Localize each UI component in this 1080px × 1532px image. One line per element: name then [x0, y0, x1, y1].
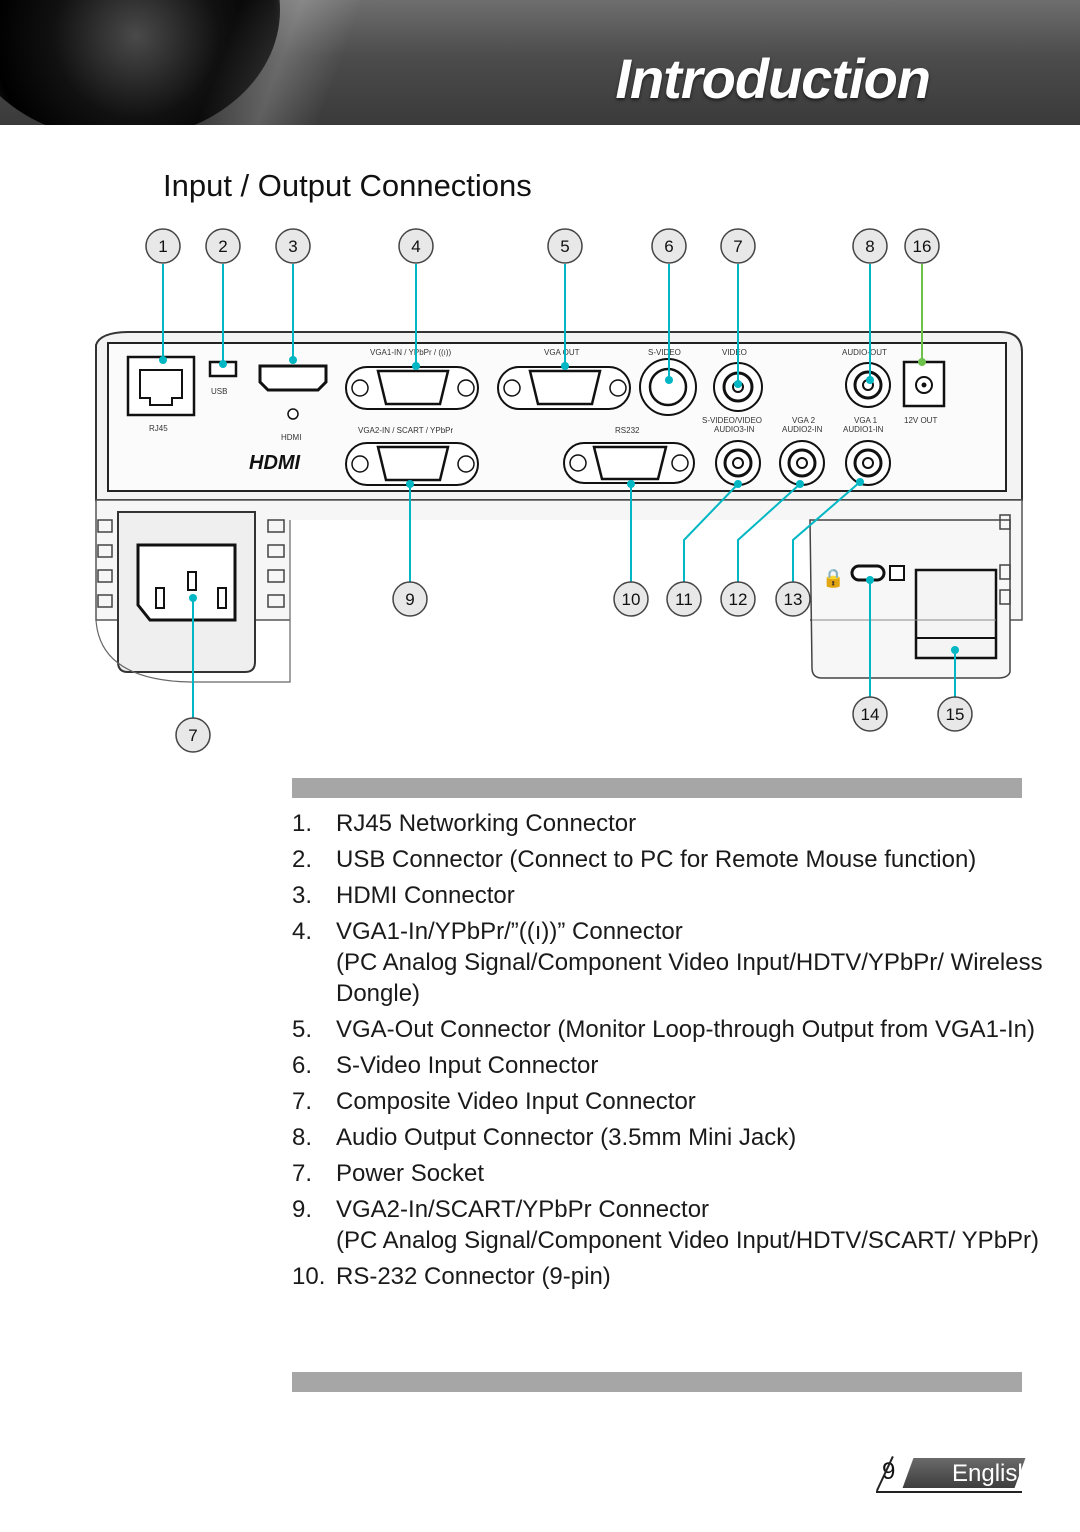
- connector-list: 1.RJ45 Networking Connector 2.USB Connec…: [292, 808, 1052, 1297]
- callout-16: 16: [904, 228, 940, 264]
- svg-text:5: 5: [560, 237, 569, 256]
- usb-label: USB: [211, 387, 227, 396]
- vga-out-port: [528, 369, 602, 406]
- banner-shine: [150, 0, 410, 125]
- vga2-in-port: [376, 445, 450, 482]
- list-item-note: (PC Analog Signal/Component Video Input/…: [336, 949, 1043, 1007]
- hdmi-port: [258, 364, 328, 392]
- vga2-in-label: VGA2-IN / SCART / YPbPr: [358, 426, 453, 435]
- audio-out-label: AUDIO-OUT: [842, 348, 887, 357]
- hdmi-logo: HDMI: [249, 452, 301, 474]
- svg-text:6: 6: [664, 237, 673, 256]
- callout-7: 7: [720, 228, 756, 264]
- svg-text:12: 12: [729, 590, 748, 609]
- callout-7-power: 7: [175, 717, 211, 753]
- kensington-lock-icon: 🔒: [822, 568, 844, 588]
- vga1-in-port: [376, 369, 450, 406]
- list-item: 10.RS-232 Connector (9-pin): [292, 1263, 611, 1290]
- callout-13: 13: [775, 581, 811, 617]
- rs232-label: RS232: [615, 426, 640, 435]
- vga1-label: VGA 1: [854, 416, 878, 425]
- callout-14: 14: [852, 696, 888, 732]
- list-item: 2.USB Connector (Connect to PC for Remot…: [292, 846, 977, 873]
- callout-8: 8: [852, 228, 888, 264]
- svg-text:14: 14: [861, 705, 880, 724]
- callout-9: 9: [392, 581, 428, 617]
- callout-15: 15: [937, 696, 973, 732]
- audio2-in-port: [779, 440, 825, 486]
- page-number: 9: [882, 1458, 896, 1485]
- callout-2: 2: [205, 228, 241, 264]
- leader-lines: [162, 264, 956, 718]
- list-item: 6.S-Video Input Connector: [292, 1052, 599, 1079]
- language-label: English: [952, 1460, 1031, 1487]
- svg-text:7: 7: [733, 237, 742, 256]
- callout-bubbles-bottom: 9 10 11 12 13 14 15 7: [175, 581, 973, 753]
- rj45-label: RJ45: [149, 424, 168, 433]
- svg-text:7: 7: [188, 726, 197, 745]
- callout-4: 4: [398, 228, 434, 264]
- svg-text:2: 2: [218, 237, 227, 256]
- list-item: 3.HDMI Connector: [292, 882, 515, 909]
- svg-text:10: 10: [622, 590, 641, 609]
- footer-rule: [876, 1491, 1022, 1493]
- svg-text:13: 13: [784, 590, 803, 609]
- svg-text:9: 9: [405, 590, 414, 609]
- list-item: 7.Composite Video Input Connector: [292, 1088, 696, 1115]
- vga-out-label: VGA OUT: [544, 348, 580, 357]
- vent-slots-left: [97, 519, 285, 608]
- connector-panel-diagram: 🔒 RJ45 USB HDMI HDMI VGA1-IN / YPbPr / (…: [95, 228, 1023, 753]
- vga2-label: VGA 2: [792, 416, 816, 425]
- video-label: VIDEO: [722, 348, 747, 357]
- svg-text:16: 16: [913, 237, 932, 256]
- list-item: 4.VGA1-In/YPbPr/”((ı))” Connector: [292, 918, 683, 945]
- list-item: 7.Power Socket: [292, 1160, 485, 1187]
- audio1-in-label: AUDIO1-IN: [843, 425, 884, 434]
- list-item: 8.Audio Output Connector (3.5mm Mini Jac…: [292, 1124, 797, 1151]
- audio1-in-port: [845, 440, 891, 486]
- callout-6: 6: [651, 228, 687, 264]
- 12v-out-label: 12V OUT: [904, 416, 937, 425]
- security-bar: [914, 568, 998, 660]
- audio2-in-label: AUDIO2-IN: [782, 425, 823, 434]
- svg-text:15: 15: [946, 705, 965, 724]
- svg-text:8: 8: [865, 237, 874, 256]
- audio3-in-port: [715, 440, 761, 486]
- s-video-label: S-VIDEO: [648, 348, 681, 357]
- header-banner: Introduction: [0, 0, 1080, 125]
- vent-slots-right: [999, 514, 1011, 605]
- callout-1: 1: [145, 228, 181, 264]
- callout-3: 3: [275, 228, 311, 264]
- list-item: 1.RJ45 Networking Connector: [292, 810, 637, 837]
- list-item-note: (PC Analog Signal/Component Video Input/…: [336, 1227, 1040, 1254]
- callout-10: 10: [613, 581, 649, 617]
- svg-text:4: 4: [411, 237, 420, 256]
- section-title: Input / Output Connections: [163, 168, 532, 203]
- svg-text:3: 3: [288, 237, 297, 256]
- audio3-in-label: AUDIO3-IN: [714, 425, 755, 434]
- usb-port: [208, 360, 238, 378]
- callout-12: 12: [720, 581, 756, 617]
- callout-bubbles-top: 1 2 3 4 5 6 7 8 16: [145, 228, 940, 264]
- page-header-title: Introduction: [615, 47, 931, 110]
- list-item: 5.VGA-Out Connector (Monitor Loop-throug…: [292, 1016, 1035, 1043]
- svg-text:11: 11: [675, 590, 693, 609]
- list-bottom-bar: [292, 1372, 1022, 1392]
- rs232-port: [592, 445, 668, 481]
- callout-5: 5: [547, 228, 583, 264]
- list-top-bar: [292, 778, 1022, 798]
- callout-11: 11: [666, 581, 702, 617]
- svg-text:1: 1: [158, 237, 167, 256]
- hdmi-label: HDMI: [281, 433, 301, 442]
- list-item: 9.VGA2-In/SCART/YPbPr Connector: [292, 1196, 710, 1223]
- svideo-video-label: S-VIDEO/VIDEO: [702, 416, 762, 425]
- vga1-in-label: VGA1-IN / YPbPr / ((ı)): [370, 348, 452, 357]
- leader-dots: [159, 356, 959, 654]
- rj45-port: [126, 355, 196, 417]
